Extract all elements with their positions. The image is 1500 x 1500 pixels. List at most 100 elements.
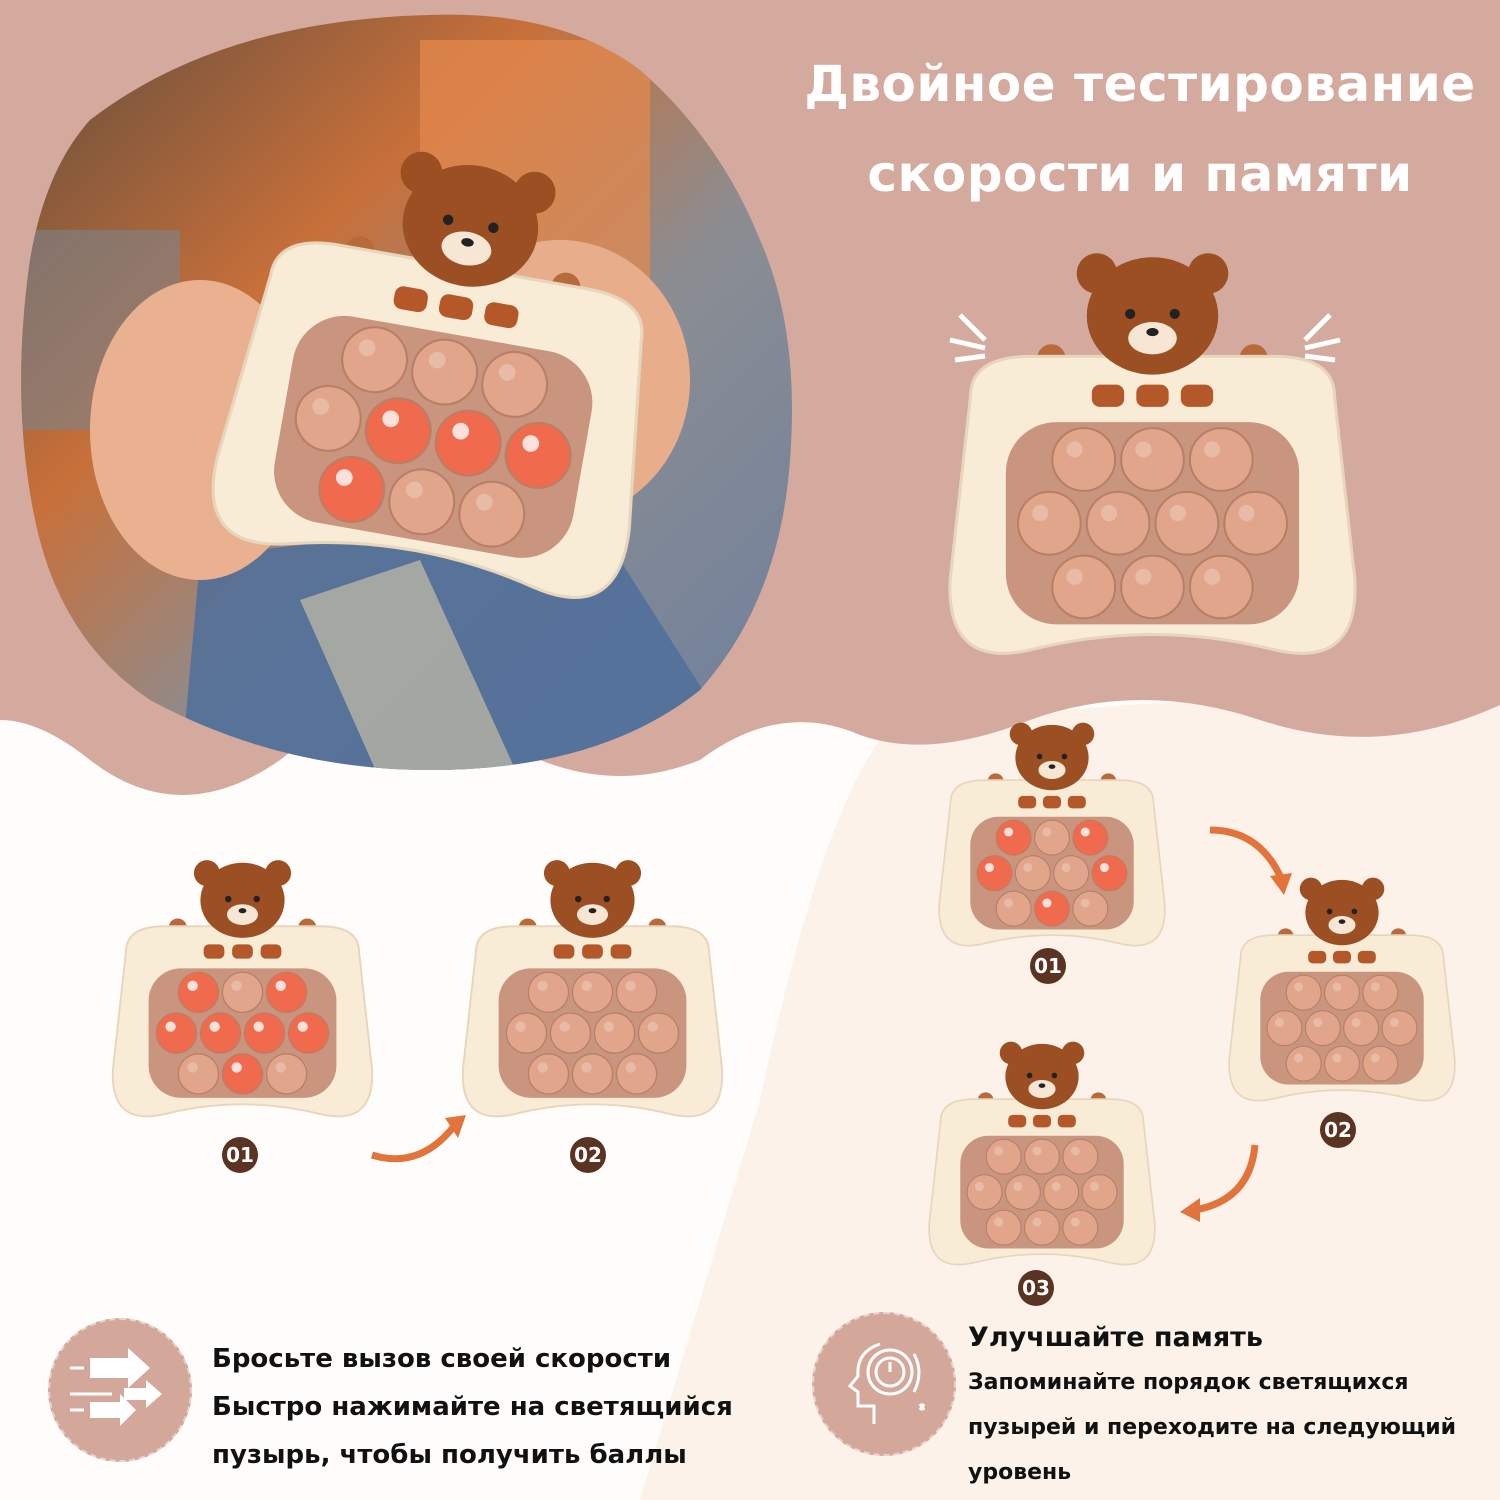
menu-button-icon [1308,950,1327,964]
toy-bubble-lit [155,1012,198,1054]
bubble-highlight [1070,1217,1080,1227]
bubble-highlight [515,1021,526,1032]
bubble-highlight [475,493,493,511]
toy-bubble [341,326,409,394]
toy-memory-step-3 [928,1041,1156,1266]
toy-bubble-lit [318,455,386,523]
toy-bubble-lit [1033,890,1071,927]
toy-bubble [615,1053,658,1095]
toy-bubble [1023,1138,1061,1175]
bubble-highlight [1332,1053,1342,1063]
toy-in-hands-photo [211,151,644,599]
bear-head [402,164,539,287]
toy-bubble-lit [504,421,572,489]
toy-bubble [1304,1010,1341,1047]
bear-eye-right [1061,753,1068,760]
bubble-highlight [1080,898,1090,908]
toy-bubble [1085,490,1151,556]
speed-feature-title: Бросьте вызов своей скорости [212,1344,672,1374]
menu-button-icon [1008,1114,1027,1128]
bubble-highlight [165,1021,176,1032]
toy-bubble [571,971,614,1014]
bear-muzzle [1038,760,1066,780]
bear-head [1086,257,1219,375]
bear-muzzle [441,231,492,266]
toy-bubble [1023,1209,1061,1246]
bubble-highlight [1389,1017,1399,1028]
bear-eye-left [1326,908,1333,915]
bubble-highlight [1070,1146,1080,1156]
bubble-highlight [647,1021,658,1032]
bear-head [200,862,285,938]
toy-bubble [549,1012,592,1054]
bubble-highlight [1061,862,1071,873]
bubble-highlight [428,351,446,369]
bear-head [1005,1043,1079,1110]
sound-button-icon [484,302,519,329]
memory-feature: Улучшайте память Запоминайте порядок све… [968,1315,1456,1495]
toy-bubble [1072,890,1109,927]
bear-nose [1338,919,1346,924]
toy-memory-step-2 [1228,877,1456,1102]
bubble-highlight [382,410,400,428]
toy-bubble [221,971,264,1014]
toy-bubble [1362,974,1399,1011]
toy-bubble [1014,855,1051,892]
bear-eye-left [575,895,582,903]
sparkle-left [949,313,987,363]
toy-bubble [985,1209,1022,1246]
toy-bubble [177,1053,220,1095]
sound-button-icon [260,944,282,959]
bubble-highlight [1274,1017,1284,1028]
toy-bubble [1016,490,1082,556]
bubble-highlight [358,339,376,357]
step-badge-memory-03: 03 [1018,1270,1054,1306]
toy-bubble [1120,554,1185,620]
bubble-highlight [1370,1053,1380,1063]
menu-button-icon [203,944,225,959]
toy-bubble [1266,1010,1303,1047]
bubble-highlight [275,980,286,991]
bubble-highlight [974,1181,984,1192]
toy-memory-step-1 [938,722,1166,947]
bubble-highlight [1042,827,1052,837]
bear-eye-left [442,214,454,226]
bear-eye-right [488,222,499,234]
bubble-highlight [498,364,516,381]
toy-bubble [1051,427,1117,492]
bubble-highlight [1023,862,1033,873]
bubble-highlight [452,422,470,440]
power-button-icon [1136,384,1169,407]
bubble-highlight [1204,568,1221,585]
toy-bubble [1154,490,1220,556]
bubble-highlight [1051,1181,1061,1192]
toy-bubble [1362,1045,1399,1082]
toy-bubble [966,1174,1003,1211]
sound-button-icon [1357,950,1376,964]
bubble-highlight [1294,1053,1304,1063]
bear-eye-left [1036,753,1043,760]
bubble-highlight [1100,505,1118,522]
head-clock-icon [812,1312,956,1456]
toy-speed-step-2 [461,860,724,1118]
menu-button-icon [1091,384,1125,407]
bubble-highlight [537,1062,548,1073]
sparkle-right [1303,313,1341,363]
bubble-highlight [1351,1017,1361,1028]
bubble-highlight [1313,1017,1323,1028]
headline-line-2: скорости и памяти [867,145,1413,203]
bubble-highlight [231,980,242,991]
bear-eye-right [603,895,610,903]
bubble-highlight [581,1062,592,1073]
toy-bubble [1285,1045,1322,1082]
toy-bubble [1043,1174,1080,1211]
bubble-highlight [1013,1181,1023,1192]
toy-bubble [458,480,526,548]
toy-bubble [1188,427,1254,492]
sound-button-icon [610,944,632,959]
toy-bubble [1033,819,1071,856]
toy-bubble [1051,554,1117,620]
memory-feature-line-1: Запоминайте порядок светящихся [968,1370,1409,1395]
toy-bubble [1062,1138,1099,1175]
toy-bubble [637,1012,680,1054]
